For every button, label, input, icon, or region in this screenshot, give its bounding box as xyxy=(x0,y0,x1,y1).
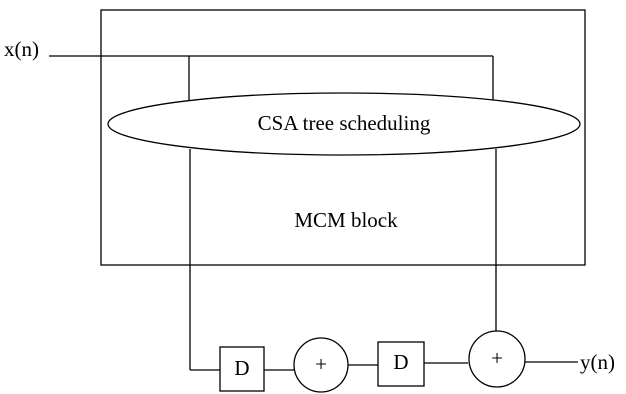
adder-label-2: + xyxy=(491,346,503,370)
adder-2 xyxy=(468,330,526,388)
csa-tree-label: CSA tree scheduling xyxy=(258,111,431,135)
output-signal-label: y(n) xyxy=(580,350,615,374)
delay-block-1 xyxy=(219,346,265,392)
input-signal-label: x(n) xyxy=(4,37,39,61)
csa-tree-ellipse xyxy=(107,92,581,156)
adder-label-1: + xyxy=(315,352,327,376)
mcm-block-label: MCM block xyxy=(294,208,398,232)
delay-label-2: D xyxy=(393,350,408,374)
delay-label-1: D xyxy=(234,356,249,380)
delay-block-2 xyxy=(377,341,425,387)
